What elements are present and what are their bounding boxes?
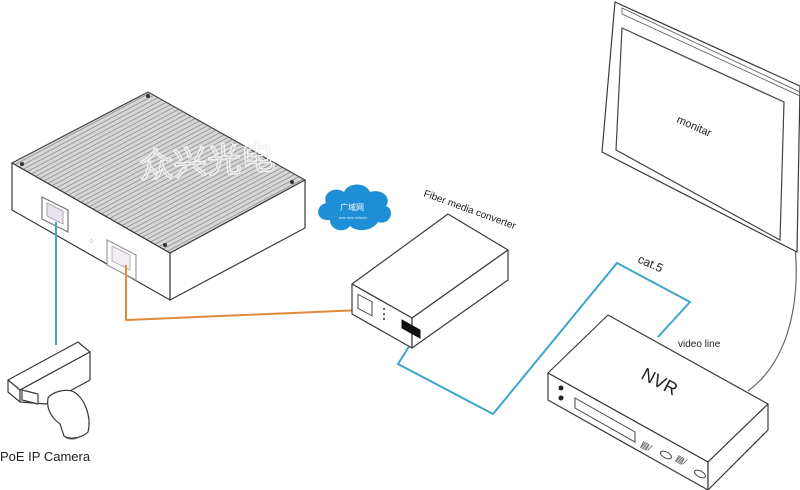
camera-label: PoE IP Camera [0,449,91,464]
monitor-screen [615,27,785,241]
nvr-button-1 [558,385,564,391]
cat5-label: cat.5 [636,252,666,276]
converter-fiber-port [401,319,421,339]
nvr-port-icon-2: ▤/ [674,453,689,467]
cable-video-line [747,245,797,392]
monitor: monitar [601,1,800,253]
video-line-label: video line [678,339,721,350]
cloud-sublabel: wide area network [339,216,368,220]
cable-cat5-converter-to-nvr [397,262,691,415]
nvr-knob-2 [694,469,706,479]
nvr-side [707,403,769,490]
nvr-disk-tray [574,397,636,443]
poe-switch: 众兴光电 ⁘ [10,91,307,301]
nvr: ▤/ ▤/ NVR [547,314,769,490]
converter-rj45-port [357,293,373,317]
switch-side-face [169,179,306,301]
cable-switch-to-converter [125,265,363,322]
camera-mount [47,389,90,439]
cloud-icon [318,184,392,231]
poe-ip-camera: PoE IP Camera [0,341,91,464]
wan-cloud: 广域网 wide area network [318,184,392,231]
nvr-button-2 [558,395,564,401]
converter-side [411,249,509,349]
nvr-knob-1 [660,450,672,460]
camera-sunshade-tab [21,389,39,405]
nvr-port-icon: ▤/ [639,439,654,453]
cloud-label: 广域网 [340,202,364,212]
monitor-back-edge [621,7,800,97]
switch-led-icon: ⁘ [88,237,95,246]
